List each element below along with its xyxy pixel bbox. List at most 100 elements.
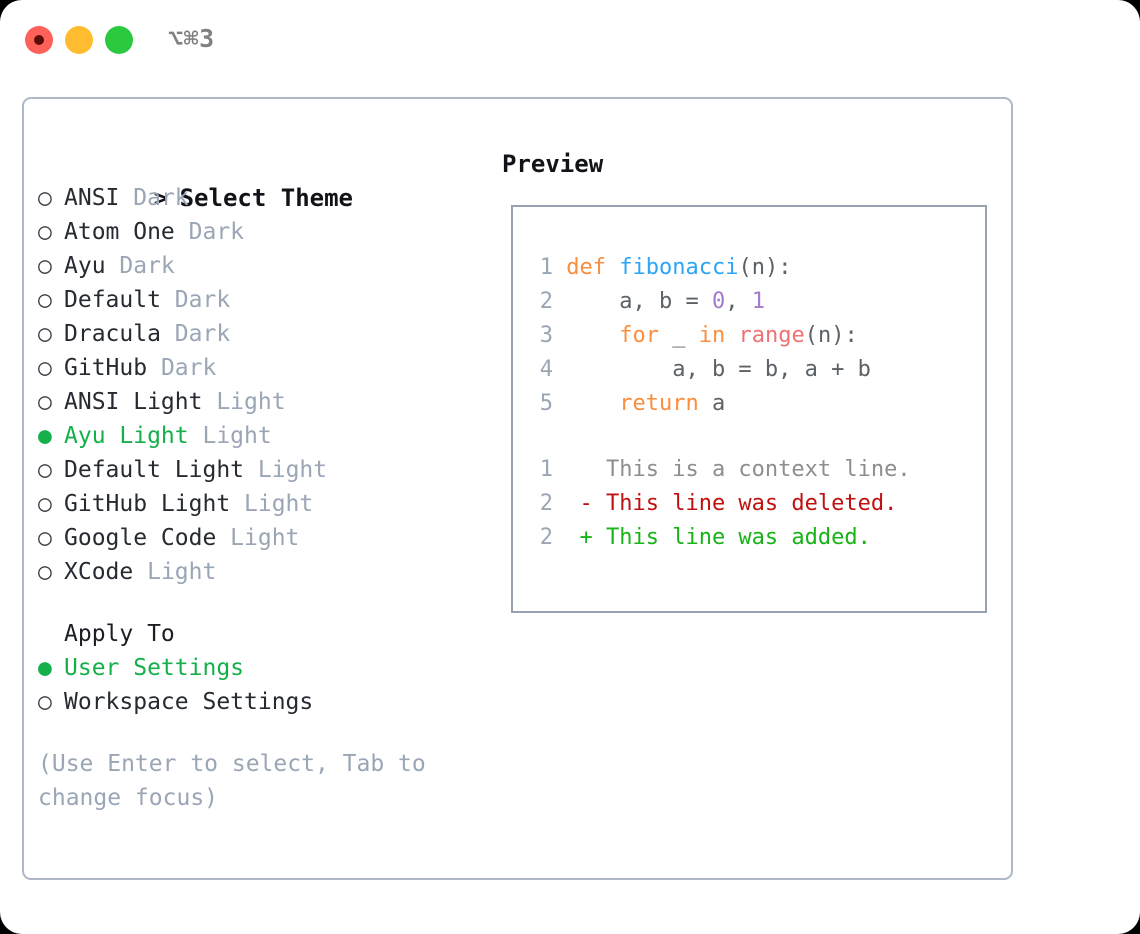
code-token: in bbox=[698, 323, 726, 348]
code-token: (n): bbox=[738, 255, 792, 280]
diff-marker: + bbox=[553, 525, 606, 550]
dialog-card: >Select Theme ○ANSI Dark○Atom One Dark○A… bbox=[22, 97, 1013, 880]
radio-selected-icon: ● bbox=[38, 655, 52, 681]
radio-unselected-icon: ○ bbox=[38, 491, 52, 517]
theme-variant-label: Dark bbox=[133, 185, 189, 211]
theme-list-item[interactable]: ○ Default Dark bbox=[38, 283, 488, 317]
code-token: return bbox=[619, 391, 699, 416]
caret-icon: > bbox=[153, 184, 169, 212]
radio-unselected-icon: ○ bbox=[38, 559, 52, 585]
preview-title: Preview bbox=[502, 150, 604, 178]
theme-name-label: GitHub bbox=[64, 355, 161, 381]
code-token bbox=[566, 323, 619, 348]
theme-name-label: Ayu Light bbox=[64, 423, 203, 449]
radio-unselected-icon: ○ bbox=[38, 355, 52, 381]
line-number: 2 bbox=[539, 289, 553, 314]
recording-indicator-icon bbox=[34, 35, 44, 45]
code-gutter-space bbox=[553, 323, 566, 348]
code-line: 2 a, b = 0, 1 bbox=[527, 285, 979, 319]
theme-list-item[interactable]: ●Ayu Light Light bbox=[38, 419, 488, 453]
theme-list-item[interactable]: ○ Ayu Dark bbox=[38, 249, 488, 283]
theme-list-item[interactable]: ○ Google Code Light bbox=[38, 521, 488, 555]
keyboard-hint-text: (Use Enter to select, Tab to change focu… bbox=[38, 751, 440, 811]
code-gutter-space bbox=[553, 391, 566, 416]
theme-list-item[interactable]: ○ GitHub Light Light bbox=[38, 487, 488, 521]
code-token: 0 bbox=[711, 289, 726, 314]
theme-name-label: Dracula bbox=[64, 321, 175, 347]
radio-unselected-icon: ○ bbox=[38, 321, 52, 347]
maximize-button[interactable] bbox=[105, 26, 133, 54]
theme-variant-label: Dark bbox=[160, 355, 217, 381]
code-diff-separator bbox=[527, 421, 979, 453]
line-number: 1 bbox=[539, 457, 553, 482]
theme-picker-panel: >Select Theme ○ANSI Dark○Atom One Dark○A… bbox=[38, 147, 488, 815]
diff-line: 1 This is a context line. bbox=[527, 453, 979, 487]
code-line: 1 def fibonacci(n): bbox=[527, 251, 979, 285]
theme-list-item[interactable]: ○ ANSI Dark bbox=[38, 181, 488, 215]
theme-list-item[interactable]: ○ XCode Light bbox=[38, 555, 488, 589]
code-gutter-space bbox=[553, 289, 566, 314]
theme-variant-label: Dark bbox=[174, 321, 231, 347]
line-number: 2 bbox=[539, 491, 553, 516]
code-token: def bbox=[566, 255, 620, 280]
code-token: a bbox=[698, 391, 726, 416]
theme-list-item[interactable]: ○ Dracula Dark bbox=[38, 317, 488, 351]
line-number: 2 bbox=[539, 525, 553, 550]
diff-line: 2 + This line was added. bbox=[527, 521, 979, 555]
apply-to-label: Workspace Settings bbox=[64, 689, 314, 715]
apply-to-list: ● User Settings ○Workspace Settings bbox=[38, 651, 488, 719]
line-number: 5 bbox=[539, 391, 553, 416]
diff-text: This line was added. bbox=[605, 525, 871, 550]
theme-variant-label: Light bbox=[244, 491, 314, 517]
theme-name-label: ANSI bbox=[64, 185, 134, 211]
theme-name-label: Default bbox=[64, 287, 175, 313]
theme-variant-label: Light bbox=[216, 389, 286, 415]
theme-name-label: GitHub Light bbox=[64, 491, 245, 517]
apply-to-header: Apply To bbox=[64, 621, 175, 647]
theme-name-label: Atom One bbox=[64, 219, 189, 245]
theme-variant-label: Dark bbox=[119, 253, 175, 279]
diff-text: This line was deleted. bbox=[605, 491, 898, 516]
radio-unselected-icon: ○ bbox=[38, 185, 52, 211]
theme-name-label: Default Light bbox=[64, 457, 258, 483]
theme-list-item[interactable]: ○ ANSI Light Light bbox=[38, 385, 488, 419]
theme-variant-label: Dark bbox=[174, 287, 231, 313]
apply-to-item[interactable]: ○Workspace Settings bbox=[38, 685, 488, 719]
code-line: 5 return a bbox=[527, 387, 979, 421]
radio-unselected-icon: ○ bbox=[38, 253, 52, 279]
code-token: , bbox=[725, 289, 752, 314]
theme-list: ○ANSI Dark○Atom One Dark○Ayu Dark○Defaul… bbox=[38, 181, 488, 589]
radio-unselected-icon: ○ bbox=[38, 389, 52, 415]
diff-line: 2 - This line was deleted. bbox=[527, 487, 979, 521]
code-token: range bbox=[738, 323, 805, 348]
code-token: a, b = b, a + b bbox=[566, 357, 871, 382]
line-number: 1 bbox=[539, 255, 553, 280]
apply-to-label: User Settings bbox=[64, 655, 245, 681]
code-line: 4 a, b = b, a + b bbox=[527, 353, 979, 387]
radio-unselected-icon: ○ bbox=[38, 287, 52, 313]
diff-text: This is a context line. bbox=[605, 457, 911, 482]
diff-marker bbox=[553, 457, 606, 482]
theme-list-item[interactable]: ○ GitHub Dark bbox=[38, 351, 488, 385]
theme-name-label: Google Code bbox=[64, 525, 231, 551]
apply-to-item[interactable]: ● User Settings bbox=[38, 651, 488, 685]
theme-variant-label: Dark bbox=[188, 219, 245, 245]
code-line: 3 for _ in range(n): bbox=[527, 319, 979, 353]
theme-list-item[interactable]: ○Atom One Dark bbox=[38, 215, 488, 249]
radio-unselected-icon: ○ bbox=[38, 525, 52, 551]
theme-name-label: ANSI Light bbox=[64, 389, 217, 415]
theme-name-label: XCode bbox=[64, 559, 148, 585]
code-token: (n): bbox=[804, 323, 858, 348]
apply-to-panel: Apply To ● User Settings ○Workspace Settin… bbox=[38, 617, 488, 719]
radio-unselected-icon: ○ bbox=[38, 457, 52, 483]
minimize-button[interactable] bbox=[65, 26, 93, 54]
theme-variant-label: Light bbox=[147, 559, 217, 585]
theme-name-label: Ayu bbox=[64, 253, 120, 279]
theme-list-item[interactable]: ○Default Light Light bbox=[38, 453, 488, 487]
theme-variant-label: Light bbox=[230, 525, 300, 551]
theme-variant-label: Light bbox=[202, 423, 272, 449]
code-gutter-space bbox=[553, 357, 566, 382]
